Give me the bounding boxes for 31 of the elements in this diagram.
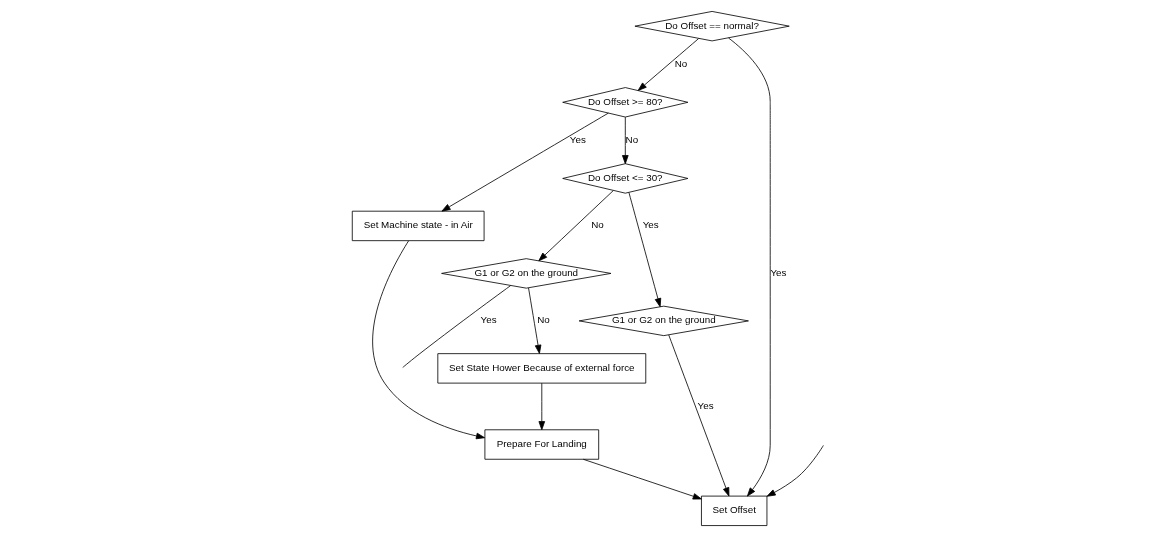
arrow	[668, 334, 730, 497]
arrow	[528, 287, 542, 354]
arrow	[582, 458, 702, 500]
arrow	[628, 192, 662, 308]
arrow	[538, 382, 546, 431]
edge-label: No	[591, 219, 604, 231]
edge-label: No	[674, 57, 688, 69]
node-diamond: Do Offset <= 30?	[562, 163, 689, 194]
node-diamond: Do Offset == normal?	[634, 11, 790, 42]
arrow	[637, 38, 699, 91]
arrow	[728, 37, 771, 497]
arrow	[441, 112, 609, 212]
edge-label: Yes	[697, 399, 714, 411]
node-box: Set Machine state - in Air	[351, 210, 485, 242]
node-box: Set State Hower Because of external force	[437, 353, 647, 384]
edge-label: No	[625, 133, 639, 145]
arrow	[766, 444, 824, 497]
node-diamond: G1 or G2 on the ground	[578, 305, 749, 337]
node-diamond: Do Offset >= 80?	[562, 87, 689, 118]
edge-label: Yes	[642, 219, 659, 231]
node-box: Prepare For Landing	[484, 429, 600, 460]
edge-label: No	[537, 314, 550, 326]
arrow	[622, 116, 629, 165]
node-box: Set Offset	[701, 495, 768, 526]
arrow	[372, 240, 486, 440]
edge-label: Yes	[569, 133, 586, 145]
connector	[402, 285, 511, 368]
edge-label: Yes	[480, 314, 497, 326]
edge-label: Yes	[770, 266, 787, 278]
arrow	[538, 190, 614, 262]
node-diamond: G1 or G2 on the ground	[441, 258, 612, 289]
